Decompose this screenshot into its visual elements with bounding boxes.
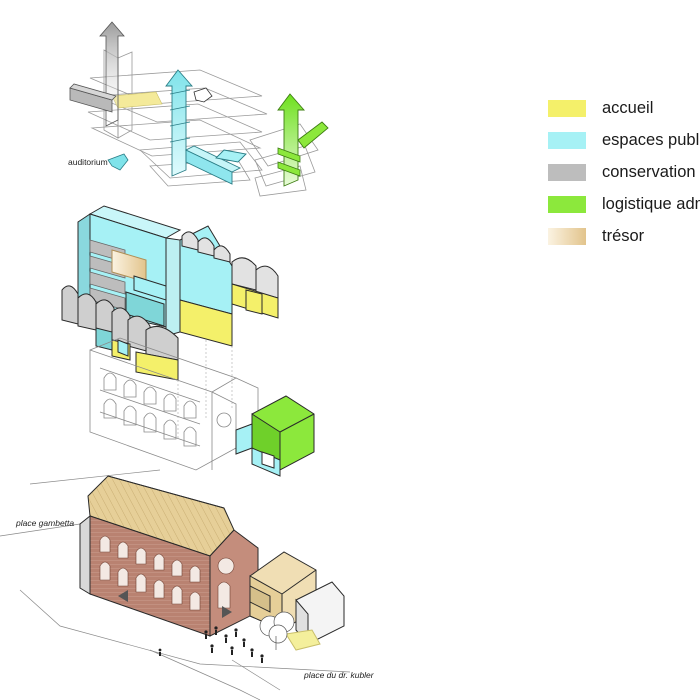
legend-label: accueil xyxy=(602,99,654,117)
site-context xyxy=(0,469,351,700)
auditorium-label: auditorium xyxy=(68,157,108,167)
people xyxy=(158,626,264,663)
legend-item-espaces-publics: espaces publics xyxy=(548,128,700,160)
legend-swatch xyxy=(548,100,586,117)
place-kubler-label: place du dr. kubler xyxy=(304,670,374,680)
legend-item-tresor: trésor xyxy=(548,224,700,256)
logistics-arrow xyxy=(277,93,329,187)
circulation-diagram xyxy=(87,49,319,197)
legend-label: logistique administration xyxy=(602,195,700,213)
annex-volume xyxy=(235,395,315,477)
legend-label: conservation xyxy=(602,163,696,181)
programme-volumes xyxy=(61,205,279,381)
place-gambetta-label: place gambetta xyxy=(16,518,75,528)
legend-label: espaces publics xyxy=(602,131,700,149)
legend-label: trésor xyxy=(602,227,645,245)
tree xyxy=(259,611,295,650)
legend-item-accueil: accueil xyxy=(548,96,700,128)
projection-lines xyxy=(177,340,233,440)
legend-swatch xyxy=(548,164,586,181)
legend-swatch xyxy=(548,228,586,245)
museum-building xyxy=(79,475,345,651)
legend: accueil espaces publics conservation log… xyxy=(548,96,700,256)
entrance-markers xyxy=(118,590,232,618)
legend-item-conservation: conservation xyxy=(548,160,700,192)
legend-item-logistique: logistique administration xyxy=(548,192,700,224)
public-spaces-arrow xyxy=(165,69,247,185)
legend-swatch xyxy=(548,196,586,213)
conservation-arrow xyxy=(69,21,125,127)
legend-swatch xyxy=(548,132,586,149)
auditorium-arrow xyxy=(107,153,129,171)
